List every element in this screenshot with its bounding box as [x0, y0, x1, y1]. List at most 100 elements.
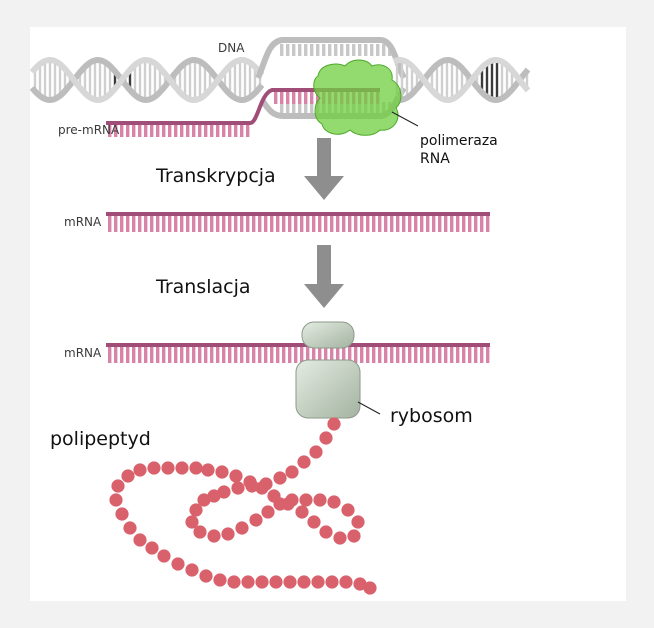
- amino-acid-bead: [319, 431, 333, 445]
- nucleotide-base: [234, 347, 238, 363]
- nucleotide-base: [240, 125, 244, 137]
- polymerase-label-line1: polimeraza: [420, 133, 498, 149]
- nucleotide-base: [426, 347, 430, 363]
- amino-acid-bead: [243, 475, 257, 489]
- nucleotide-base: [150, 125, 154, 137]
- dna-base: [304, 102, 308, 114]
- nucleotide-base: [390, 216, 394, 232]
- polypeptide-chain: [109, 417, 377, 595]
- nucleotide-base: [210, 347, 214, 363]
- nucleotide-base: [108, 125, 112, 137]
- nucleotide-base: [372, 216, 376, 232]
- nucleotide-base: [210, 125, 214, 137]
- amino-acid-bead: [213, 573, 227, 587]
- nucleotide-base: [114, 125, 118, 137]
- amino-acid-bead: [185, 563, 199, 577]
- nucleotide-base: [120, 125, 124, 137]
- nucleotide-base: [348, 347, 352, 363]
- dna-base: [280, 44, 284, 56]
- amino-acid-bead: [273, 471, 287, 485]
- nucleotide-base: [288, 216, 292, 232]
- nucleotide-base: [444, 347, 448, 363]
- nucleotide-base: [162, 125, 166, 137]
- nucleotide-base: [450, 216, 454, 232]
- nucleotide-base: [204, 347, 208, 363]
- nucleotide-base: [354, 347, 358, 363]
- nucleotide-base: [274, 92, 278, 104]
- nucleotide-base: [222, 347, 226, 363]
- nucleotide-base: [276, 216, 280, 232]
- dna-base: [310, 44, 314, 56]
- nucleotide-base: [312, 347, 316, 363]
- ribosome-label: rybosom: [390, 405, 473, 427]
- amino-acid-bead: [215, 465, 229, 479]
- dna-base: [346, 44, 350, 56]
- nucleotide-base: [288, 347, 292, 363]
- nucleotide-base: [286, 92, 290, 104]
- nucleotide-base: [456, 216, 460, 232]
- nucleotide-base: [246, 125, 250, 137]
- amino-acid-bead: [297, 455, 311, 469]
- nucleotide-base: [318, 216, 322, 232]
- nucleotide-base: [138, 347, 142, 363]
- dna-base: [322, 44, 326, 56]
- amino-acid-bead: [235, 521, 249, 535]
- nucleotide-base: [120, 347, 124, 363]
- dna-base: [382, 44, 386, 56]
- nucleotide-base: [282, 347, 286, 363]
- nucleotide-base: [228, 125, 232, 137]
- dna-base: [298, 44, 302, 56]
- nucleotide-base: [150, 216, 154, 232]
- dna-base: [304, 44, 308, 56]
- amino-acid-bead: [227, 575, 241, 589]
- nucleotide-base: [108, 216, 112, 232]
- dna-base: [340, 44, 344, 56]
- nucleotide-base: [108, 347, 112, 363]
- nucleotide-base: [186, 125, 190, 137]
- dna-label: DNA: [218, 41, 245, 55]
- nucleotide-base: [114, 216, 118, 232]
- mrna-label-1: mRNA: [64, 215, 102, 229]
- dna-base: [358, 44, 362, 56]
- nucleotide-base: [192, 125, 196, 137]
- dna-base: [286, 44, 290, 56]
- amino-acid-bead: [309, 445, 323, 459]
- nucleotide-base: [450, 347, 454, 363]
- nucleotide-base: [216, 216, 220, 232]
- nucleotide-base: [372, 347, 376, 363]
- dna-base: [298, 102, 302, 114]
- nucleotide-base: [384, 216, 388, 232]
- nucleotide-base: [378, 347, 382, 363]
- nucleotide-base: [264, 216, 268, 232]
- amino-acid-bead: [327, 417, 341, 431]
- amino-acid-bead: [109, 493, 123, 507]
- nucleotide-base: [204, 125, 208, 137]
- pre-mrna-label: pre-mRNA: [58, 123, 120, 137]
- nucleotide-base: [480, 216, 484, 232]
- amino-acid-bead: [299, 493, 313, 507]
- nucleotide-base: [192, 347, 196, 363]
- amino-acid-bead: [313, 493, 327, 507]
- nucleotide-base: [292, 92, 296, 104]
- mrna-label-2: mRNA: [64, 346, 102, 360]
- amino-acid-bead: [255, 481, 269, 495]
- translation-label: Translacja: [155, 276, 251, 298]
- nucleotide-base: [294, 347, 298, 363]
- nucleotide-base: [246, 347, 250, 363]
- ribosome-small-subunit: [301, 321, 355, 349]
- nucleotide-base: [234, 216, 238, 232]
- nucleotide-base: [252, 216, 256, 232]
- polymerase-pointer-line: [391, 111, 419, 127]
- nucleotide-base: [144, 347, 148, 363]
- amino-acid-bead: [123, 521, 137, 535]
- amino-acid-bead: [161, 461, 175, 475]
- dna-helix-left: [29, 56, 265, 104]
- nucleotide-base: [264, 347, 268, 363]
- nucleotide-base: [270, 216, 274, 232]
- nucleotide-base: [162, 216, 166, 232]
- amino-acid-bead: [281, 497, 295, 511]
- amino-acid-bead: [231, 481, 245, 495]
- nucleotide-base: [168, 125, 172, 137]
- amino-acid-bead: [351, 515, 365, 529]
- nucleotide-base: [318, 347, 322, 363]
